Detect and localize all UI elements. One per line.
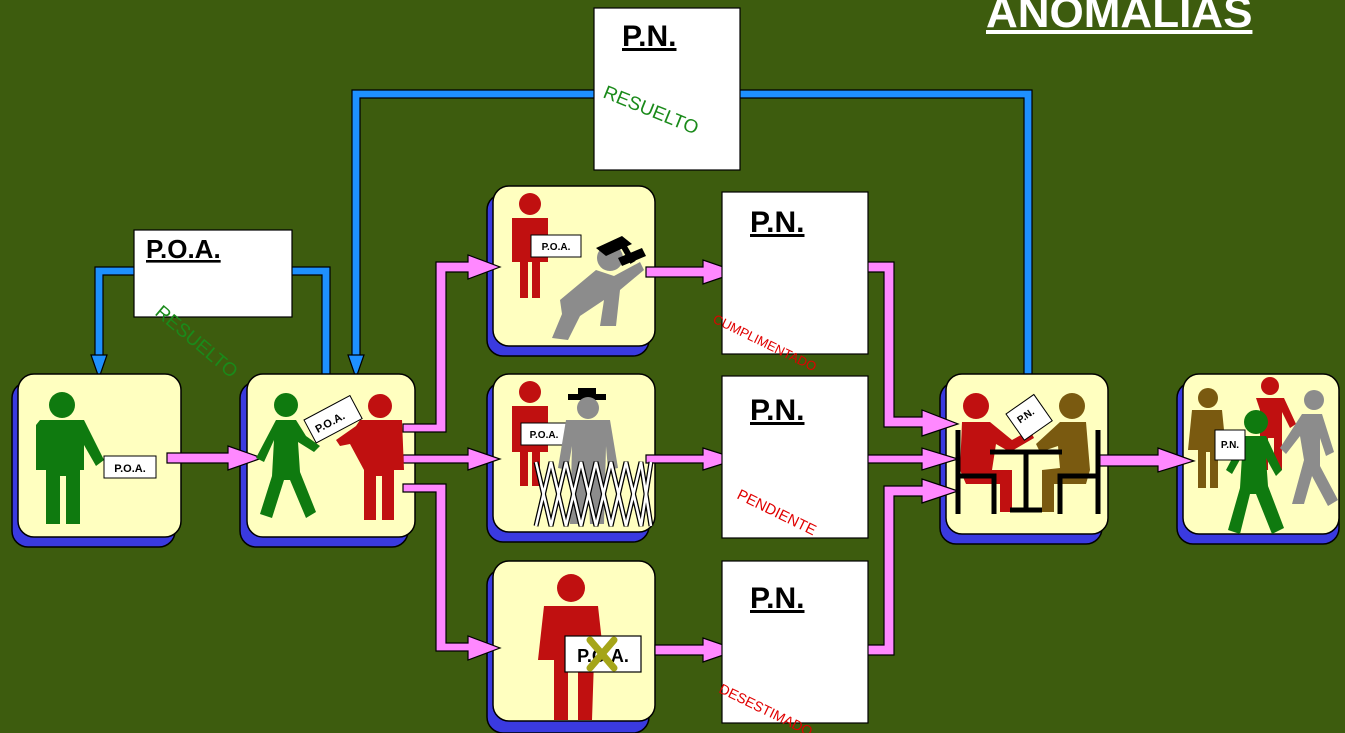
person-green-standing [36, 392, 104, 524]
return-arrow-top [347, 89, 1033, 381]
flow-arrow-to-rejected [402, 483, 502, 661]
tag-start-text: P.O.A. [114, 463, 146, 475]
flow-arrow-rejected-pn3 [654, 637, 740, 663]
barrier-inner [534, 461, 653, 527]
flow-arrow-blocked-pn2 [645, 447, 741, 471]
document-left-header: P.O.A. [146, 234, 221, 264]
document-top: P.N. RESUELTO [593, 7, 741, 171]
flow-arrows [166, 254, 1196, 663]
person-green-final [1226, 410, 1284, 534]
tag-blocked-text: P.O.A. [530, 430, 559, 441]
document-pn2: P.N. PENDIENTE [721, 375, 869, 539]
cross-icon [586, 636, 618, 672]
document-top-header: P.N. [622, 20, 676, 53]
person-brown-seated [1036, 393, 1090, 512]
person-green-walking [256, 393, 320, 518]
chair-right-icon [1057, 430, 1101, 514]
tag-final-text: P.N. [1221, 440, 1239, 451]
flow-arrow-start-handover [166, 445, 264, 471]
chair-left-icon [955, 430, 997, 514]
document-pn2-header: P.N. [750, 394, 804, 427]
document-pn1-header: P.N. [750, 206, 804, 239]
person-red-standing-handover [336, 394, 404, 520]
flow-arrow-to-blocked [402, 447, 502, 471]
tag-repair-text: P.O.A. [542, 242, 571, 253]
flow-arrow-to-repair [402, 254, 502, 433]
tag-repair: P.O.A. [530, 234, 582, 258]
person-gray-final [1280, 390, 1338, 506]
table-icon [990, 449, 1062, 513]
tag-final: P.N. [1214, 429, 1246, 461]
hammer-icon [596, 236, 646, 266]
person-red-seated [960, 393, 1034, 512]
document-pn3-header: P.N. [750, 582, 804, 615]
document-left: P.O.A. RESUELTO [133, 229, 293, 383]
flow-arrow-pn1-review [848, 261, 960, 437]
page-title: ANOMALIAS [986, 0, 1253, 37]
flow-arrow-review-final [1097, 447, 1196, 473]
tag-review: P.N. [1005, 393, 1053, 441]
flow-arrow-pn3-review [848, 478, 960, 656]
document-pn3: P.N. DESESTIMADO [717, 560, 869, 733]
flow-arrow-repair-pn1 [645, 259, 740, 285]
tag-blocked: P.O.A. [520, 422, 568, 446]
document-pn1: P.N. CUMPLIMENTADO [711, 191, 869, 374]
tag-start: P.O.A. [103, 455, 157, 479]
